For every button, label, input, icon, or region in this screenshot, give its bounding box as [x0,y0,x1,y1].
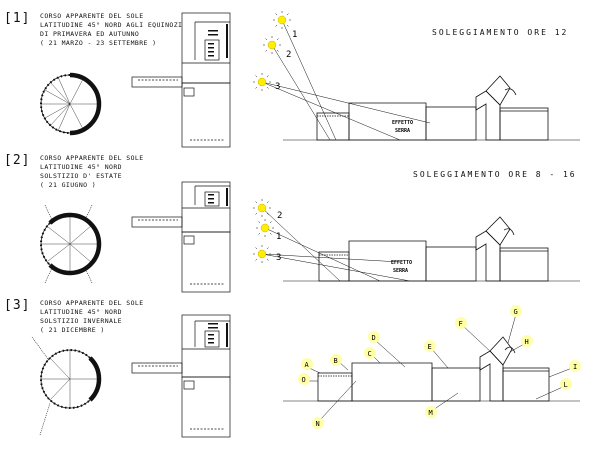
sun-number: 2 [277,211,282,221]
tag-n: N [312,417,324,429]
sun-icon [253,245,271,263]
sun-icon [253,73,271,91]
building-section [283,336,580,402]
svg-text:L: L [564,381,568,389]
svg-text:G: G [514,308,518,316]
sun-icons [253,199,274,263]
tag-g: G [510,305,522,317]
tag-l: L [560,378,572,390]
svg-text:C: C [368,350,372,358]
plan-bars [208,323,228,347]
sun-number: 1 [292,30,297,40]
effect-label: EFFETTO [392,120,413,126]
svg-text:H: H [525,338,529,346]
tag-c: C [364,347,376,359]
svg-text:N: N [316,420,320,428]
building-section [283,75,580,141]
sun-path-diagram [31,336,102,436]
tag-f: F [455,317,467,329]
sun-icon [253,199,271,217]
tag-d: D [368,331,380,343]
section-index: [1] [4,11,31,26]
svg-text:B: B [334,357,338,365]
svg-text:M: M [429,409,433,417]
svg-text:F: F [459,320,463,328]
svg-text:O: O [302,376,306,384]
title-range: SOLEGGIAMENTO ORE 8 - 16 [413,170,577,179]
tag-i: I [569,360,581,372]
effect-label: EFFETTO [391,260,412,266]
svg-text:I: I [573,363,577,371]
sun-icon [256,219,274,237]
plan-bars [208,24,228,58]
svg-text:E: E [428,343,432,351]
sun-path-diagram [40,72,102,136]
sun-rays [261,19,431,141]
title-noon: SOLEGGIAMENTO ORE 12 [432,28,569,37]
section-winter: [3] CORSO APPARENTE DEL SOLE LATITUDINE … [0,295,600,450]
section-summer: [2] CORSO APPARENTE DEL SOLE LATITUDINE … [0,150,600,295]
sun-icon [273,11,291,29]
plan-bars [208,188,228,206]
sun-icon [263,36,281,54]
floor-plan [131,181,231,293]
sun-path-diagram [40,204,102,284]
tag-m: M [425,406,437,418]
legend-tags: A B C D E F G H I L M N O [298,305,581,429]
floor-plan [131,12,231,148]
sun-rays [261,207,411,282]
effect-label: SERRA [395,128,410,134]
sun-icons [253,11,291,91]
svg-text:D: D [372,334,376,342]
sun-number: 3 [276,253,281,263]
tag-h: H [521,335,533,347]
tag-a: A [301,358,313,370]
tag-b: B [330,354,342,366]
tag-e: E [424,340,436,352]
section-equinox: [1] CORSO APPARENTE DEL SOLE LATITUDINE … [0,0,600,150]
section-index: [3] [4,298,31,313]
section-index: [2] [4,153,31,168]
floor-plan [131,314,231,438]
leader-lines [306,313,573,421]
sun-number: 3 [275,82,280,92]
sun-number: 2 [286,50,291,60]
section-caption: CORSO APPARENTE DEL SOLE LATITUDINE 45° … [40,299,144,334]
tag-o: O [298,373,310,385]
sun-number: 1 [276,232,281,242]
effect-label: SERRA [393,268,408,274]
section-caption: CORSO APPARENTE DEL SOLE LATITUDINE 45° … [40,154,144,189]
svg-text:A: A [305,361,310,369]
section-caption: CORSO APPARENTE DEL SOLE LATITUDINE 45° … [40,12,183,47]
building-section [283,216,580,282]
